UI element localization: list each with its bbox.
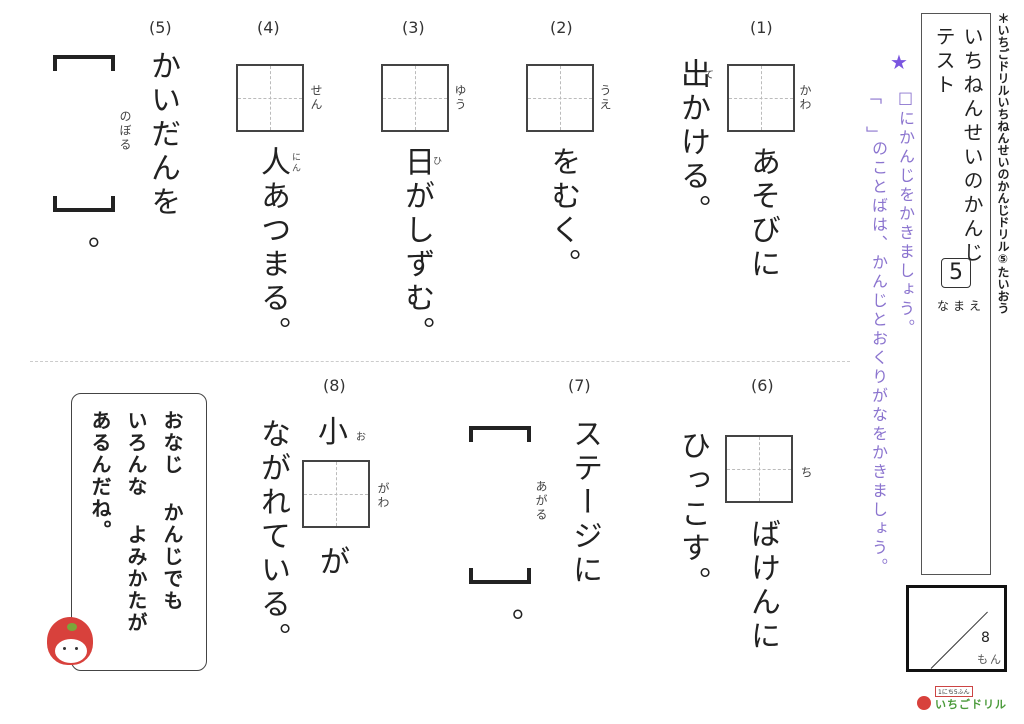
q6-line2: ひっこす。	[675, 430, 710, 600]
score-total: 8	[981, 630, 990, 646]
strawberry-icon	[917, 696, 931, 710]
score-box: 8 もん	[906, 585, 1007, 672]
tip-line-1: おなじ かんじでも	[160, 410, 184, 612]
q8-number: (8)	[323, 376, 346, 395]
q7-text-before: ステージに	[567, 418, 602, 588]
q1-number: (1)	[750, 18, 773, 37]
score-unit: もん	[977, 653, 1003, 666]
q5-answer-field[interactable]	[53, 71, 115, 196]
q7-answer-field[interactable]	[469, 442, 531, 568]
q7-bracket-bottom	[469, 568, 531, 584]
q6-box-reading: ち	[799, 466, 813, 480]
q2-box-reading: うえ	[598, 84, 612, 112]
title-box	[921, 13, 991, 575]
test-number: 5	[949, 260, 963, 285]
q6-number: (6)	[751, 376, 774, 395]
q1-line2-ruby: て	[704, 70, 716, 81]
tip-line-3: あるんだね。	[88, 410, 112, 542]
tip-line-2: いろんな よみかたが	[124, 410, 148, 634]
section-divider	[30, 361, 850, 362]
q8-kanji-box[interactable]	[302, 460, 370, 528]
q3-text-after: 日がしずむ。	[399, 146, 434, 350]
side-caption: ＊いちごドリルいちねんせいのかんじドリル⑤たいおう	[996, 12, 1010, 314]
q5-number: (5)	[149, 18, 172, 37]
q1-line2: 出かける。	[675, 58, 710, 228]
page-subtitle: テスト	[932, 26, 956, 98]
q7-number: (7)	[568, 376, 591, 395]
q1-kanji-box[interactable]	[727, 64, 795, 132]
instruction-line-2: のことばは、かんじとおくりがなをかきましょう。	[869, 140, 888, 577]
q3-number: (3)	[402, 18, 425, 37]
q1-box-reading: かわ	[798, 84, 812, 112]
logo-small-text: 1にち5ふん	[935, 686, 973, 697]
q1-text-after: あそびに	[745, 146, 780, 282]
q5-bracket-bottom	[53, 196, 115, 212]
page-title: いちねんせいのかんじ	[960, 26, 984, 266]
q7-bracket-reading: あがる	[534, 480, 548, 522]
strawberry-mascot-icon	[47, 617, 97, 667]
q3-kanji-box[interactable]	[381, 64, 449, 132]
q4-number: (4)	[257, 18, 280, 37]
q5-end: 。	[88, 218, 122, 253]
q6-text-after: ばけんに	[745, 518, 780, 654]
q7-end: 。	[512, 590, 546, 625]
q2-kanji-box[interactable]	[526, 64, 594, 132]
test-number-badge: 5	[941, 258, 971, 288]
logo: 1にち5ふん いちごドリル	[915, 686, 1010, 716]
q3-box-reading: ゆう	[453, 84, 467, 112]
instruction-bracket: 「 」	[863, 88, 882, 145]
q8-text-before: 小	[318, 415, 352, 450]
q5-bracket-top	[53, 55, 115, 71]
q2-text-after: をむく。	[545, 146, 580, 282]
instruction-line-1: □にかんじをかきましょう。	[896, 88, 915, 338]
q4-ruby: にん	[290, 152, 300, 174]
q5-bracket-reading: のぼる	[118, 110, 132, 152]
q4-box-reading: せん	[309, 84, 323, 112]
q6-kanji-box[interactable]	[725, 435, 793, 503]
star-icon: ★	[890, 50, 911, 74]
q8-ruby-before: お	[356, 432, 368, 443]
name-field[interactable]	[925, 315, 987, 571]
q4-kanji-box[interactable]	[236, 64, 304, 132]
q8-text-after: が	[320, 545, 354, 580]
q4-text-after: 人あつまる。	[255, 146, 290, 350]
q3-ruby: ひ	[433, 157, 445, 167]
q2-number: (2)	[550, 18, 573, 37]
q8-line2: ながれている。	[255, 418, 290, 656]
q7-bracket-top	[469, 426, 531, 442]
tip-box	[71, 393, 207, 671]
q8-box-reading: がわ	[376, 482, 390, 510]
q5-text-before: かいだんを	[145, 50, 180, 220]
logo-name: いちごドリル	[935, 698, 1007, 711]
name-label: なまえ	[937, 299, 986, 313]
